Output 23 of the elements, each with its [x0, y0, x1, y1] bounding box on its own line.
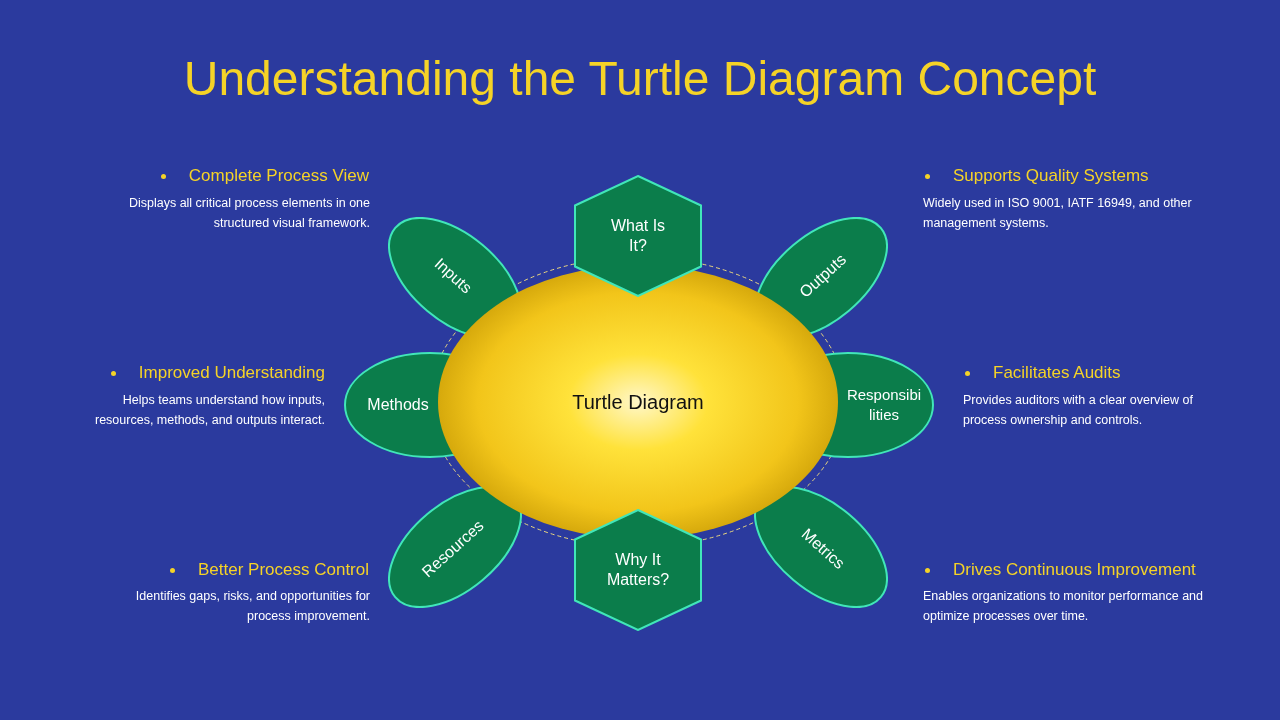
petal-node — [821, 352, 934, 458]
petal-label: Methods — [367, 395, 429, 415]
point-description: Helps teams understand how inputs, resources, methods, and outputs interact. — [94, 392, 325, 429]
point-heading: Complete Process View — [188, 165, 369, 187]
point-description: Provides auditors with a clear overview of process ownership and controls. — [963, 392, 1194, 429]
point-heading: Improved Understanding — [138, 362, 325, 384]
hexagon-node — [574, 509, 702, 631]
point-description: Widely used in ISO 9001, IATF 16949, and other management systems. — [923, 195, 1193, 232]
petal-node — [754, 486, 888, 608]
slide-title: Understanding the Turtle Diagram Concept — [182, 51, 1098, 107]
petal-node — [388, 486, 522, 608]
hexagon-label: Why It Matters? — [605, 550, 671, 590]
ellipse-label: Turtle Diagram — [572, 390, 704, 414]
hexagon-label: What Is It? — [609, 216, 667, 256]
point-description: Displays all critical process elements in one structured visual framework. — [127, 195, 370, 232]
point-heading: Better Process Control — [198, 559, 369, 581]
petal-label: Responsibilities — [846, 385, 922, 425]
point-heading: Drives Continuous Improvement — [953, 559, 1196, 581]
hexagon-node — [574, 175, 702, 297]
point-description: Enables organizations to monitor performance and optimize processes over time. — [923, 588, 1205, 625]
point-heading: Supports Quality Systems — [953, 165, 1149, 187]
point-description: Identifies gaps, risks, and opportunities for process improvement. — [134, 588, 370, 625]
point-heading: Facilitates Audits — [993, 362, 1121, 384]
